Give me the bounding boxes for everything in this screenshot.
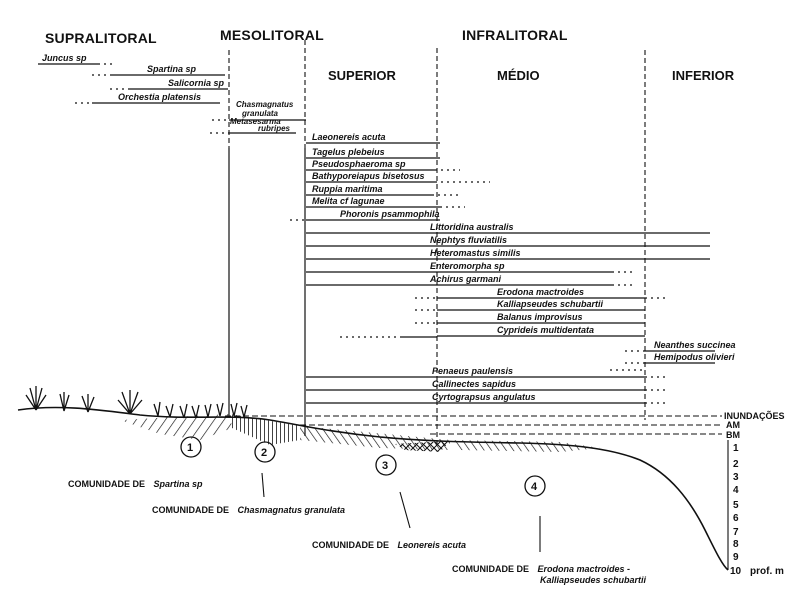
depth-tick-9: 9 <box>733 552 739 563</box>
species-melita: Melita cf lagunae <box>312 196 385 206</box>
community-leader-lines <box>261 472 541 552</box>
zone-inferior: INFERIOR <box>672 68 735 83</box>
zone-superior: SUPERIOR <box>328 68 397 83</box>
species-chasmagnatus-2: granulata <box>241 109 279 118</box>
species-heteromastus: Heteromastus similis <box>430 248 521 258</box>
species-phoronis: Phoronis psammophila <box>340 209 440 219</box>
species-pseudosphaeroma: Pseudosphaeroma sp <box>312 159 406 169</box>
community-label-4-species-1: Erodona mactroides - <box>537 564 630 574</box>
species-range-dotted <box>75 63 668 404</box>
species-littoridina: Littoridina australis <box>430 222 514 232</box>
species-bathyporeiapus: Bathyporeiapus bisetosus <box>312 171 425 181</box>
community-label-2-prefix: COMUNIDADE DE <box>152 505 229 515</box>
species-chasmagnatus-1: Chasmagnatus <box>236 100 294 109</box>
species-ruppia: Ruppia maritima <box>312 184 383 194</box>
level-am: AM <box>726 420 740 430</box>
species-juncus: Juncus sp <box>42 53 87 63</box>
species-neanthes: Neanthes succinea <box>654 340 736 350</box>
zone-mesolitoral: MESOLITORAL <box>220 27 324 43</box>
species-hemipodus: Hemipodus olivieri <box>654 352 735 362</box>
sediment-zone-2 <box>230 414 300 445</box>
marsh-vegetation <box>25 386 248 419</box>
bottom-profile <box>17 406 729 571</box>
species-metasesarma-2: rubripes <box>258 124 291 133</box>
depth-tick-3: 3 <box>733 472 739 483</box>
species-tagelus: Tagelus plebeius <box>312 147 385 157</box>
depth-tick-5: 5 <box>733 500 739 511</box>
zone-medio: MÉDIO <box>497 68 540 83</box>
community-label-2-species: Chasmagnatus granulata <box>237 505 345 515</box>
species-cyrtograpsus: Cyrtograpsus angulatus <box>432 392 536 402</box>
species-kalliapseudes: Kalliapseudes schubartii <box>497 299 604 309</box>
community-label-1-species: Spartina sp <box>153 479 203 489</box>
community-label-3: COMUNIDADE DE Leonereis acuta <box>312 535 466 552</box>
community-marker-4 <box>524 475 546 497</box>
species-achirus: Achirus garmani <box>429 274 502 284</box>
community-label-3-prefix: COMUNIDADE DE <box>312 540 389 550</box>
zone-divider-lines <box>228 40 646 448</box>
zone-divider-solid <box>228 148 306 436</box>
level-inundacoes: INUNDAÇÕES <box>724 411 785 421</box>
depth-tick-2: 2 <box>733 459 739 470</box>
community-number-3: 3 <box>382 460 388 472</box>
depth-tick-1: 1 <box>733 443 739 454</box>
sediment-zone-1 <box>120 414 232 440</box>
community-marker-1 <box>180 436 202 458</box>
community-marker-3 <box>375 454 397 476</box>
species-metasesarma-1: Metasesarma <box>230 117 281 126</box>
zone-supralitoral: SUPRALITORAL <box>45 30 157 46</box>
depth-tick-6: 6 <box>733 513 739 524</box>
species-orchestia: Orchestia platensis <box>118 92 201 102</box>
species-range-lines <box>38 63 715 404</box>
community-label-2: COMUNIDADE DE Chasmagnatus granulata <box>152 500 345 517</box>
community-label-3-species: Leonereis acuta <box>397 540 466 550</box>
community-number-1: 1 <box>187 442 193 454</box>
species-cyprideis: Cyprideis multidentata <box>497 325 594 335</box>
water-level-lines <box>225 415 722 435</box>
depth-tick-8: 8 <box>733 539 739 550</box>
species-nephtys: Nephtys fluviatilis <box>430 235 507 245</box>
zone-infralitoral: INFRALITORAL <box>462 27 568 43</box>
community-label-4: COMUNIDADE DE Erodona mactroides - <box>452 559 630 576</box>
community-label-4-species-2: Kalliapseudes schubartii <box>540 575 647 585</box>
species-erodona: Erodona mactroides <box>497 287 584 297</box>
depth-tick-10: 10 <box>730 566 742 577</box>
species-laeonereis: Laeonereis acuta <box>312 132 386 142</box>
level-bm: BM <box>726 430 740 440</box>
species-enteromorpha: Enteromorpha sp <box>430 261 505 271</box>
community-marker-2 <box>254 441 276 463</box>
depth-tick-4: 4 <box>733 485 739 496</box>
community-number-2: 2 <box>261 447 267 459</box>
species-balanus: Balanus improvisus <box>497 312 583 322</box>
species-callinectes: Callinectes sapidus <box>432 379 516 389</box>
species-salicornia: Salicornia sp <box>168 78 225 88</box>
species-penaeus: Penaeus paulensis <box>432 366 513 376</box>
species-spartina: Spartina sp <box>147 64 197 74</box>
community-label-1-prefix: COMUNIDADE DE <box>68 479 145 489</box>
depth-tick-7: 7 <box>733 527 739 538</box>
community-label-1: COMUNIDADE DE Spartina sp <box>68 474 203 491</box>
sediment-zone-3b <box>395 441 450 452</box>
depth-unit: prof. m <box>750 566 784 577</box>
community-label-4-prefix: COMUNIDADE DE <box>452 564 529 574</box>
community-number-4: 4 <box>531 481 538 493</box>
